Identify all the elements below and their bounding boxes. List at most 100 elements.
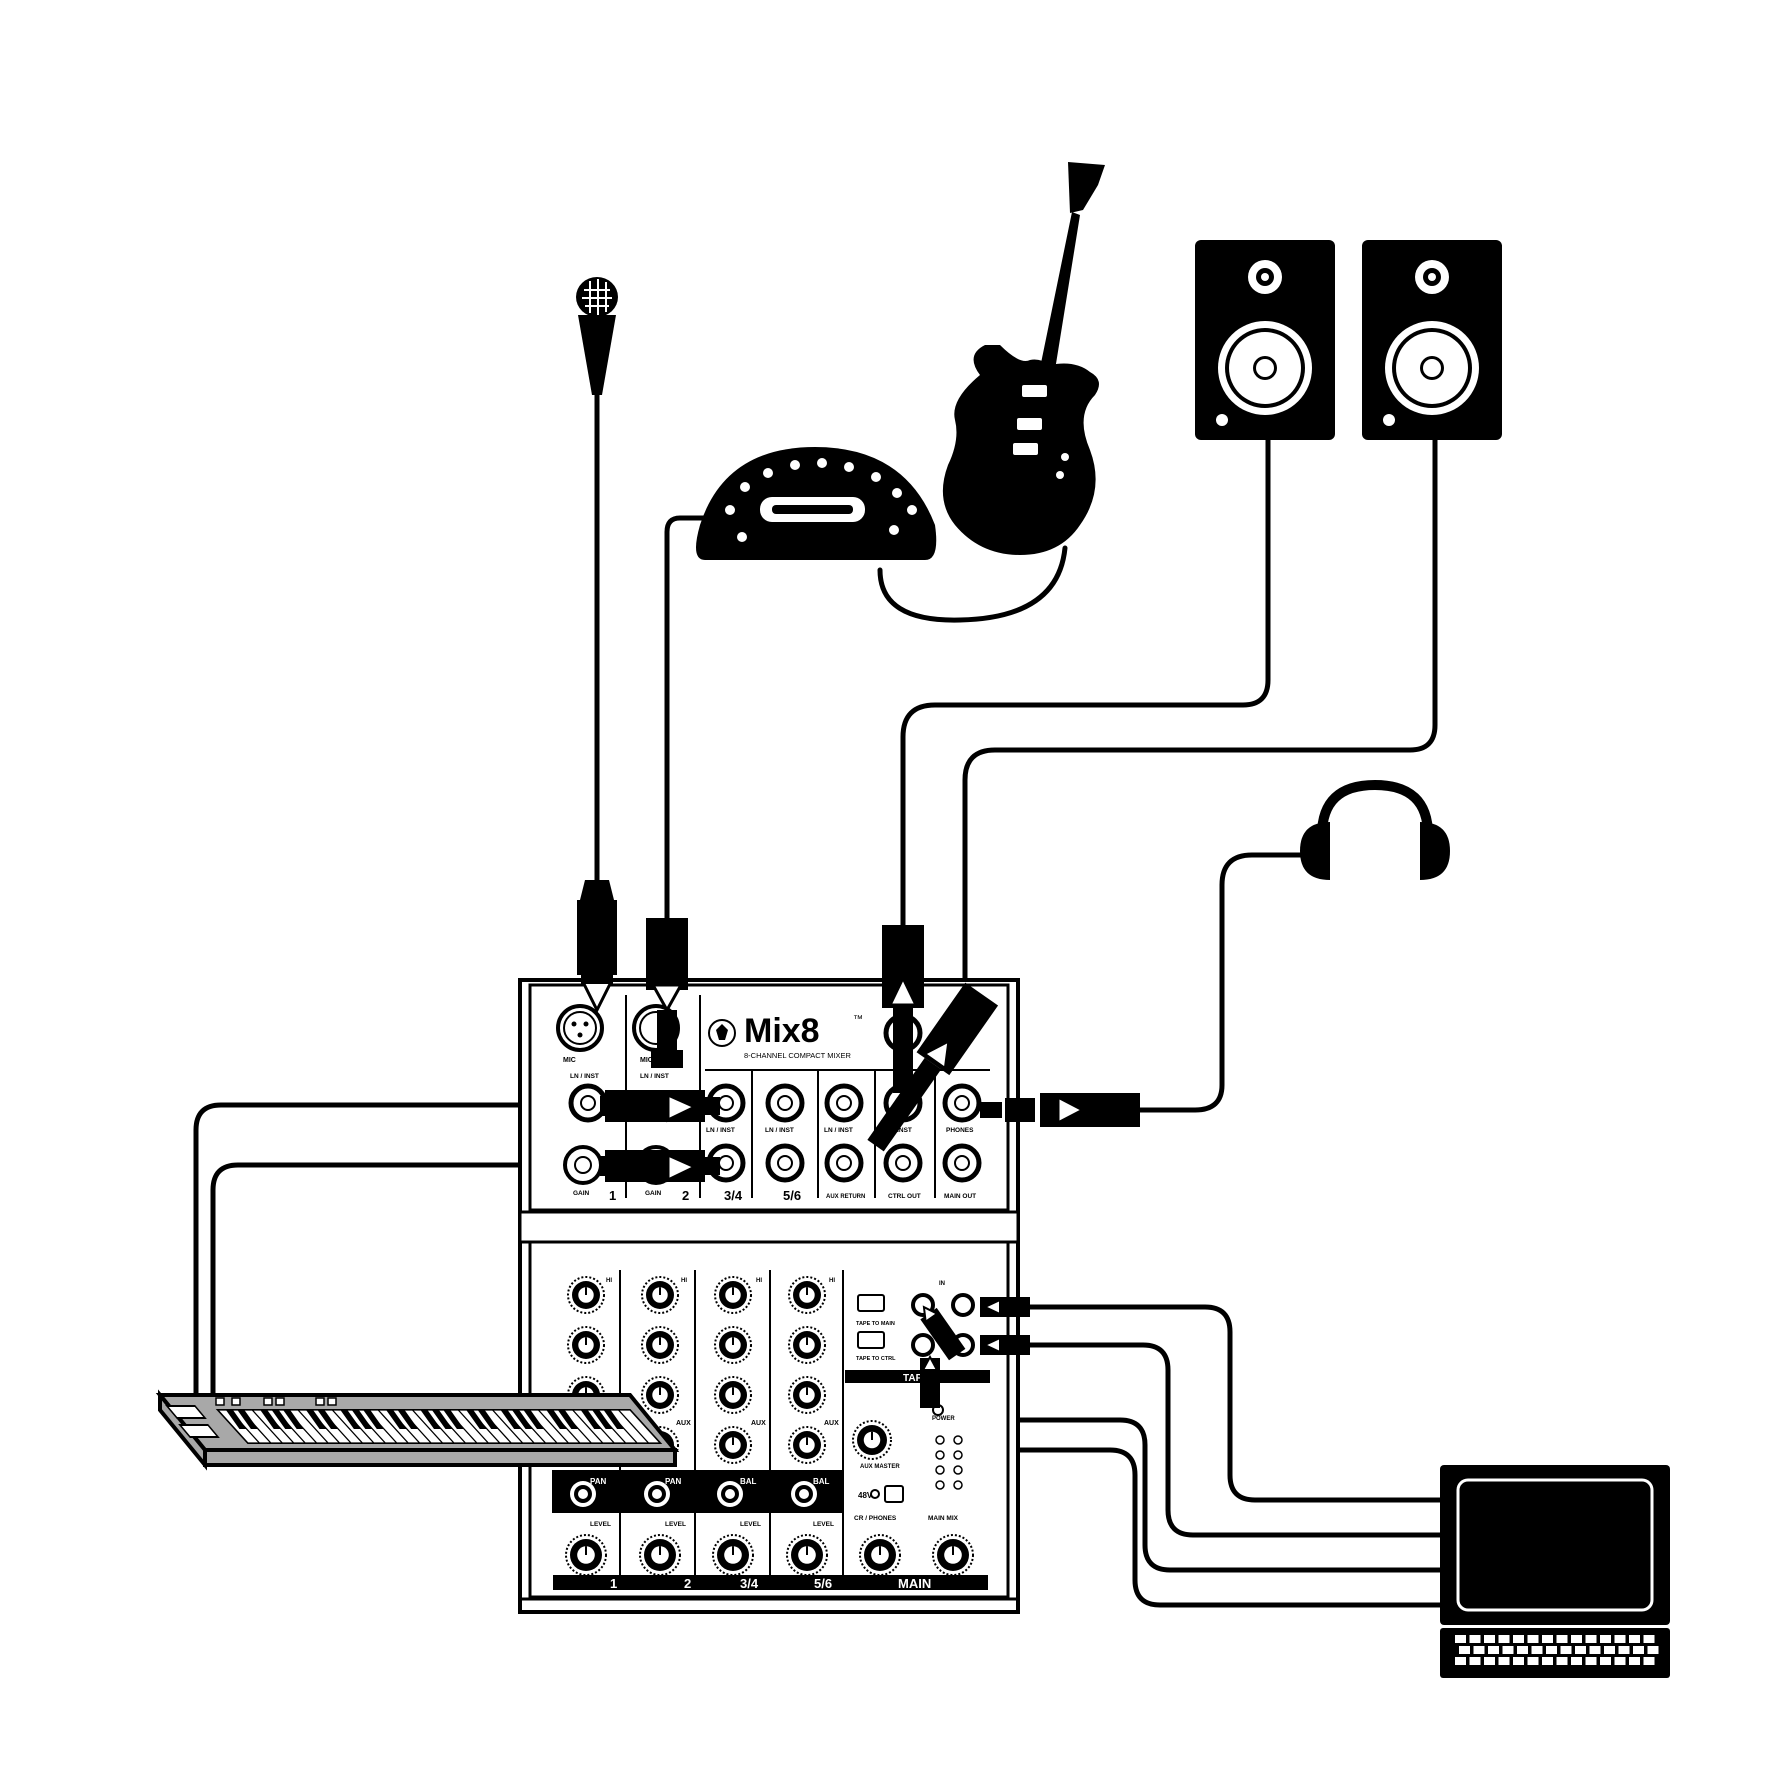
keyboard-cable-2 (210, 1162, 613, 1398)
laptop-key (1459, 1646, 1470, 1654)
laptop-key (1585, 1635, 1597, 1643)
aux-knob-3 (714, 1426, 752, 1464)
laptop-key (1527, 1657, 1539, 1665)
level-label-1: LEVEL (590, 1521, 611, 1528)
pan-label-1: PAN (590, 1477, 607, 1486)
main-out-jack (942, 1143, 982, 1183)
hi-eq-knob-4 (788, 1276, 826, 1314)
black-key (523, 1410, 544, 1429)
laptop-key (1469, 1657, 1481, 1665)
left-monitor-icon (1195, 240, 1335, 440)
laptop-key (1517, 1646, 1528, 1654)
aux-return-label: AUX RETURN (826, 1194, 865, 1200)
electric-guitar-icon (942, 162, 1105, 555)
cr-phones-label: CR / PHONES (854, 1515, 897, 1522)
bottom-channel-1: 1 (610, 1576, 617, 1591)
black-key (386, 1410, 407, 1429)
black-key (431, 1410, 453, 1429)
tape-in-rca-plug-1 (980, 1297, 1030, 1317)
trademark: ™ (853, 1014, 863, 1025)
laptop-key (1647, 1646, 1659, 1654)
mic-xlr-plug (577, 880, 617, 1014)
aux-label-4: AUX (824, 1420, 839, 1427)
keyboard-icon (155, 1389, 680, 1471)
black-key (260, 1410, 281, 1429)
laptop-key (1473, 1646, 1485, 1654)
channel-label-strip (553, 1575, 988, 1590)
laptop-key (1542, 1635, 1553, 1643)
plugs (577, 880, 1140, 1408)
black-key (500, 1410, 522, 1429)
level-label-4: LEVEL (813, 1521, 834, 1528)
hi-eq-knob-3 (714, 1276, 752, 1314)
laptop-key (1484, 1657, 1495, 1665)
laptop-key (1614, 1635, 1626, 1643)
aux-master-label: AUX MASTER (860, 1464, 900, 1470)
low-eq-knob-2 (641, 1376, 679, 1414)
mixer-subtitle: 8-CHANNEL COMPACT MIXER (744, 1051, 852, 1060)
level-label-2: LEVEL (665, 1521, 686, 1528)
mid-eq-knob-3 (714, 1326, 752, 1364)
pan-knob-3 (717, 1481, 743, 1507)
pan-knob-2 (644, 1481, 670, 1507)
pan-knob-4 (791, 1481, 817, 1507)
keyboard-plug-2 (600, 1150, 720, 1183)
laptop-key (1527, 1635, 1539, 1643)
tape-to-main-label: TAPE TO MAIN (856, 1321, 895, 1327)
laptop-key (1643, 1635, 1655, 1643)
laptop-key (1589, 1646, 1601, 1654)
black-key (363, 1410, 384, 1429)
laptop-key (1560, 1646, 1572, 1654)
white-key (617, 1409, 662, 1444)
black-key (306, 1410, 327, 1429)
mic-input-1 (556, 1004, 604, 1052)
bottom-channel-3-4: 3/4 (740, 1576, 759, 1591)
phones-label: PHONES (946, 1127, 974, 1134)
phones-jack (942, 1083, 982, 1123)
laptop-keys (1455, 1635, 1659, 1665)
aux-return-jack-b (824, 1143, 864, 1183)
cr-phones-knob (859, 1534, 901, 1576)
pedal-cable (664, 515, 708, 928)
tape-strip (845, 1370, 990, 1383)
mixer: Mix8 ™ 8-CHANNEL COMPACT MIXER MIC MIC L… (518, 978, 1020, 1614)
gain-1-label: GAIN (573, 1190, 590, 1197)
black-key (580, 1410, 602, 1429)
level-knob-2 (639, 1534, 681, 1576)
bal-label-1: BAL (740, 1477, 757, 1486)
right-monitor-cable (962, 437, 1438, 998)
laptop-key (1618, 1646, 1630, 1654)
pan-knobs (570, 1481, 817, 1507)
hi-label-3: HI (756, 1278, 762, 1284)
line-jacks (568, 1013, 982, 1183)
low-eq-knob-4 (788, 1376, 826, 1414)
effects-pedal-icon (696, 447, 937, 560)
phantom-label: 48V (858, 1491, 873, 1500)
line-inst-2-label: LN / INST (640, 1073, 669, 1080)
gain-2-label: GAIN (645, 1190, 662, 1197)
laptop-key (1600, 1635, 1611, 1643)
level-knob-1 (565, 1534, 607, 1576)
laptop-key (1469, 1635, 1481, 1643)
laptop-key (1585, 1657, 1597, 1665)
tape-in-label: IN (939, 1281, 945, 1287)
left-monitor-cable (900, 437, 1271, 938)
level-meter (935, 1435, 963, 1490)
tape-label: TAPE (903, 1373, 929, 1384)
laptop-key (1575, 1646, 1586, 1654)
line-jack-5b (765, 1143, 805, 1183)
aux-return-jack-a (824, 1083, 864, 1123)
microphone-icon (576, 277, 618, 395)
laptop-key (1633, 1646, 1644, 1654)
laptop-key (1502, 1646, 1514, 1654)
black-key (317, 1410, 338, 1429)
mic-1-label: MIC (563, 1057, 576, 1064)
top-channel-3-4: 3/4 (724, 1188, 743, 1203)
headphones-plug (980, 1093, 1140, 1127)
main-mix-knob (932, 1534, 974, 1576)
laptop-key (1513, 1657, 1524, 1665)
laptop-cable-tape-in-l (1022, 1304, 1443, 1503)
ctrl-out-label: CTRL OUT (888, 1193, 921, 1200)
laptop-key (1488, 1646, 1499, 1654)
